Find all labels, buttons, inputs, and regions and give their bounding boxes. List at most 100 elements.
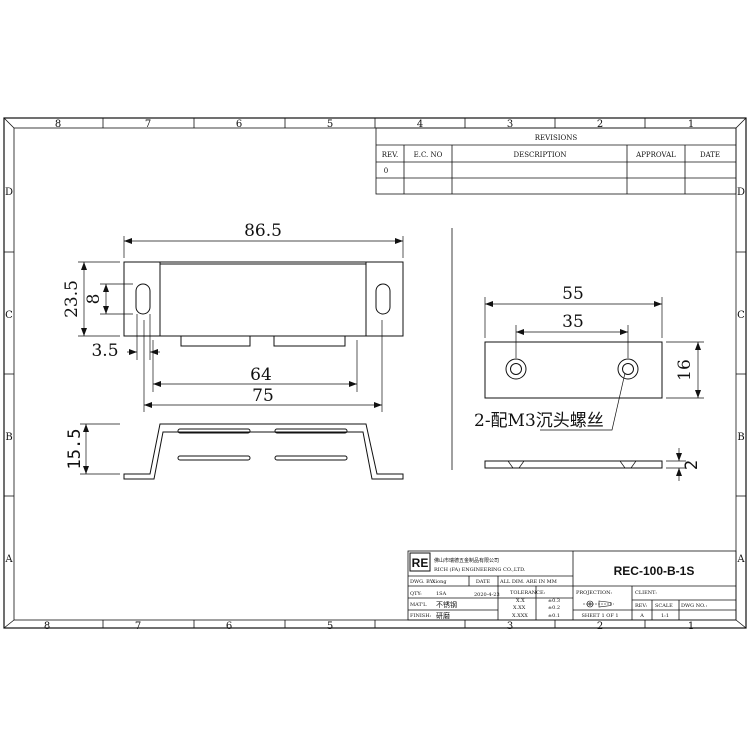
dim-plate-thickness: 2 xyxy=(682,460,702,470)
revisions-header-rev: REV. xyxy=(382,151,398,159)
zone-row-a-right: A xyxy=(736,554,745,565)
qty-label: QTY: xyxy=(410,591,422,597)
front-view xyxy=(123,261,404,347)
zone-row-d-right: D xyxy=(737,187,745,198)
revisions-header-date: DATE xyxy=(700,151,720,159)
company-logo xyxy=(409,552,431,572)
right-countersunk-hole xyxy=(617,358,639,380)
dim-overall-length: 86.5 xyxy=(244,221,282,241)
zone-col-7-bottom: 7 xyxy=(135,621,141,632)
dim-height: 23.5 xyxy=(62,280,82,318)
dwg-by-label: DWG. BY: xyxy=(410,579,434,585)
side-slot-2 xyxy=(274,428,348,434)
zone-row-b: B xyxy=(5,432,12,443)
dwg-no-label: DWG NO.: xyxy=(681,603,708,609)
zone-col-2: 2 xyxy=(597,119,603,130)
plate-edge-view xyxy=(484,460,663,469)
side-view-dimensions xyxy=(80,423,120,475)
dim-plate-length: 55 xyxy=(562,284,584,304)
dim-outer-span: 75 xyxy=(252,386,274,406)
sheet-info: SHEET 1 OF 1 xyxy=(581,613,618,619)
dwg-date: 2020-4-23 xyxy=(474,592,500,598)
company-name-en: RICH (FA) ENGINEERING CO.,LTD. xyxy=(434,566,526,573)
plate-edge-outline xyxy=(484,460,663,469)
rev-label: REV: xyxy=(635,603,648,609)
plate-view-dimensions xyxy=(484,297,704,431)
scale-label: SCALE xyxy=(655,603,673,609)
company-logo-text: RE xyxy=(412,556,429,570)
zone-col-8-bottom: 8 xyxy=(44,621,50,632)
dim-edge-offset: 3.5 xyxy=(91,341,118,361)
side-slot-4 xyxy=(274,455,348,461)
tol-xx-value: ±0.3 xyxy=(548,598,560,604)
zone-row-d: D xyxy=(5,187,13,198)
revisions-table: REVISIONS REV. E.C. NO DESCRIPTION APPRO… xyxy=(375,127,737,195)
zone-col-2-bottom: 2 xyxy=(597,621,603,632)
matl-value: 不锈钢 xyxy=(436,600,457,609)
date-label: DATE xyxy=(476,579,491,585)
rev-value: A xyxy=(639,613,644,619)
revisions-header-description: DESCRIPTION xyxy=(514,151,567,159)
finish-label: FINISH: xyxy=(410,613,432,619)
part-number: REC-100-B-1S xyxy=(614,564,695,578)
zone-col-6-bottom: 6 xyxy=(226,621,232,632)
company-name-cn: 佛山市瑞德五金制品有限公司 xyxy=(434,557,499,564)
dim-slot-length: 8 xyxy=(84,294,104,305)
scale-value: 1:1 xyxy=(661,613,669,619)
zone-row-c: C xyxy=(5,310,13,321)
left-magnet-pad xyxy=(180,335,251,347)
dim-hole-spacing: 35 xyxy=(562,312,584,332)
dwg-by-value: Xiong xyxy=(432,579,447,585)
side-slot-1 xyxy=(177,428,251,434)
matl-label: MAT'L xyxy=(410,602,427,608)
outer-border xyxy=(3,117,747,629)
plate-view-labels: 55 35 16 2-配M3沉头螺丝 xyxy=(474,284,695,431)
side-slot-3 xyxy=(177,455,251,461)
zone-col-5: 5 xyxy=(327,119,333,130)
drawing-frame xyxy=(3,117,747,629)
screw-note: 2-配M3沉头螺丝 xyxy=(474,411,604,431)
tol-xx-label: X.X xyxy=(516,598,525,604)
zone-col-5-bottom: 5 xyxy=(327,621,333,632)
revisions-title: REVISIONS xyxy=(535,134,578,142)
zone-row-b-right: B xyxy=(737,432,744,443)
zone-col-6: 6 xyxy=(236,119,242,130)
qty-value: 1SA xyxy=(436,591,447,597)
zone-col-3-bottom: 3 xyxy=(507,621,513,632)
zone-row-a: A xyxy=(4,554,13,565)
revisions-header-approval: APPROVAL xyxy=(635,151,676,159)
mounting-plate-outline xyxy=(123,261,404,337)
dim-side-height: 15.5 xyxy=(65,429,85,470)
title-block: RE 佛山市瑞德五金制品有限公司 RICH (FA) ENGINEERING C… xyxy=(407,550,737,621)
zone-col-1-bottom: 1 xyxy=(688,621,694,632)
tol-xxx-value: ±0.2 xyxy=(548,605,560,611)
finish-value: 研磨 xyxy=(436,611,450,620)
right-magnet-pad xyxy=(273,335,346,347)
front-view-dimension-labels: 86.5 23.5 8 3.5 64 75 xyxy=(62,221,282,406)
plate-outline xyxy=(484,341,663,399)
right-mounting-slot xyxy=(375,283,391,315)
plate-view xyxy=(484,341,663,399)
zone-row-c-right: C xyxy=(737,310,745,321)
tol-xxxx-label: X.XXX xyxy=(512,613,528,619)
dim-plate-width: 16 xyxy=(675,359,695,381)
screw-note-leader xyxy=(540,372,626,431)
left-countersunk-hole xyxy=(505,358,527,380)
client-label: CLIENT: xyxy=(635,590,657,596)
magnet-housing-outline xyxy=(159,263,367,337)
zone-col-4: 4 xyxy=(417,119,423,130)
left-mounting-slot xyxy=(135,283,151,315)
dim-inner-span: 64 xyxy=(250,365,272,385)
zone-labels: 8 7 6 5 4 3 2 1 8 7 6 5 3 2 1 D C B A D … xyxy=(4,119,745,632)
zone-col-3: 3 xyxy=(507,119,513,130)
projection-label: PROJECTION: xyxy=(576,590,612,596)
zone-col-8: 8 xyxy=(55,119,61,130)
front-view-dimensions xyxy=(78,236,404,412)
side-profile-outline xyxy=(123,423,404,480)
projection-symbol-icon xyxy=(583,600,614,608)
side-view xyxy=(123,423,404,480)
zone-col-7: 7 xyxy=(145,119,151,130)
revisions-row-rev: 0 xyxy=(384,167,388,175)
tol-xxxx-value: ±0.1 xyxy=(548,613,560,619)
